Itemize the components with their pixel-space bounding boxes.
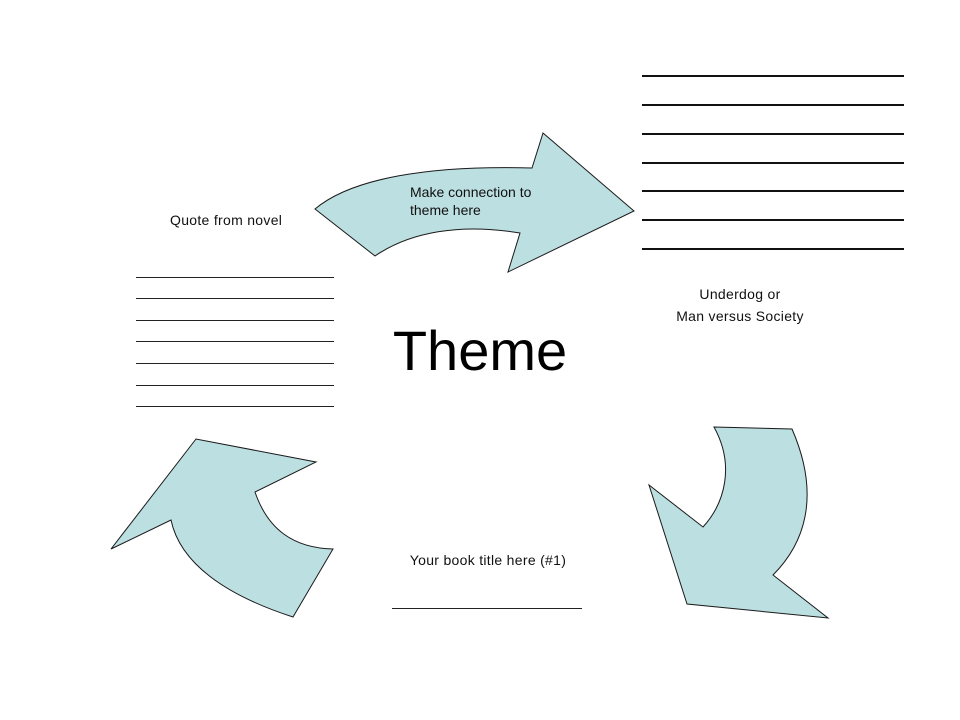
quote-blank-line: [136, 278, 334, 300]
right-rule-line: [642, 192, 904, 222]
quote-blank-line: [136, 256, 334, 278]
top-curved-arrow-shape: [314, 132, 635, 273]
quote-blank-line: [136, 364, 334, 386]
quote-blank-line: [136, 321, 334, 343]
right-rule-line: [642, 106, 904, 135]
right-rule-line: [642, 48, 904, 77]
center-theme-title: Theme: [392, 319, 568, 382]
right-rule-line: [642, 221, 904, 251]
top-arrow-label: Make connection to theme here: [410, 184, 532, 218]
underdog-label-line2: Man versus Society: [676, 308, 804, 324]
right-rule-line: [642, 164, 904, 193]
underdog-label: Underdog or Man versus Society: [640, 283, 840, 327]
quote-blank-line: [136, 342, 334, 364]
bottom-left-curved-arrow-shape: [110, 438, 334, 618]
right-rule-lines: [642, 48, 904, 251]
right-rule-line: [642, 77, 904, 106]
quote-blank-lines: [136, 256, 334, 408]
underdog-label-line1: Underdog or: [699, 286, 781, 302]
right-rule-line: [642, 135, 904, 164]
quote-label: Quote from novel: [170, 212, 283, 228]
bottom-right-curved-arrow-shape: [648, 426, 830, 619]
book-title-blank-line: [392, 608, 582, 609]
quote-blank-line: [136, 386, 334, 408]
book-title-label: Your book title here (#1): [409, 552, 567, 568]
quote-blank-line: [136, 299, 334, 321]
